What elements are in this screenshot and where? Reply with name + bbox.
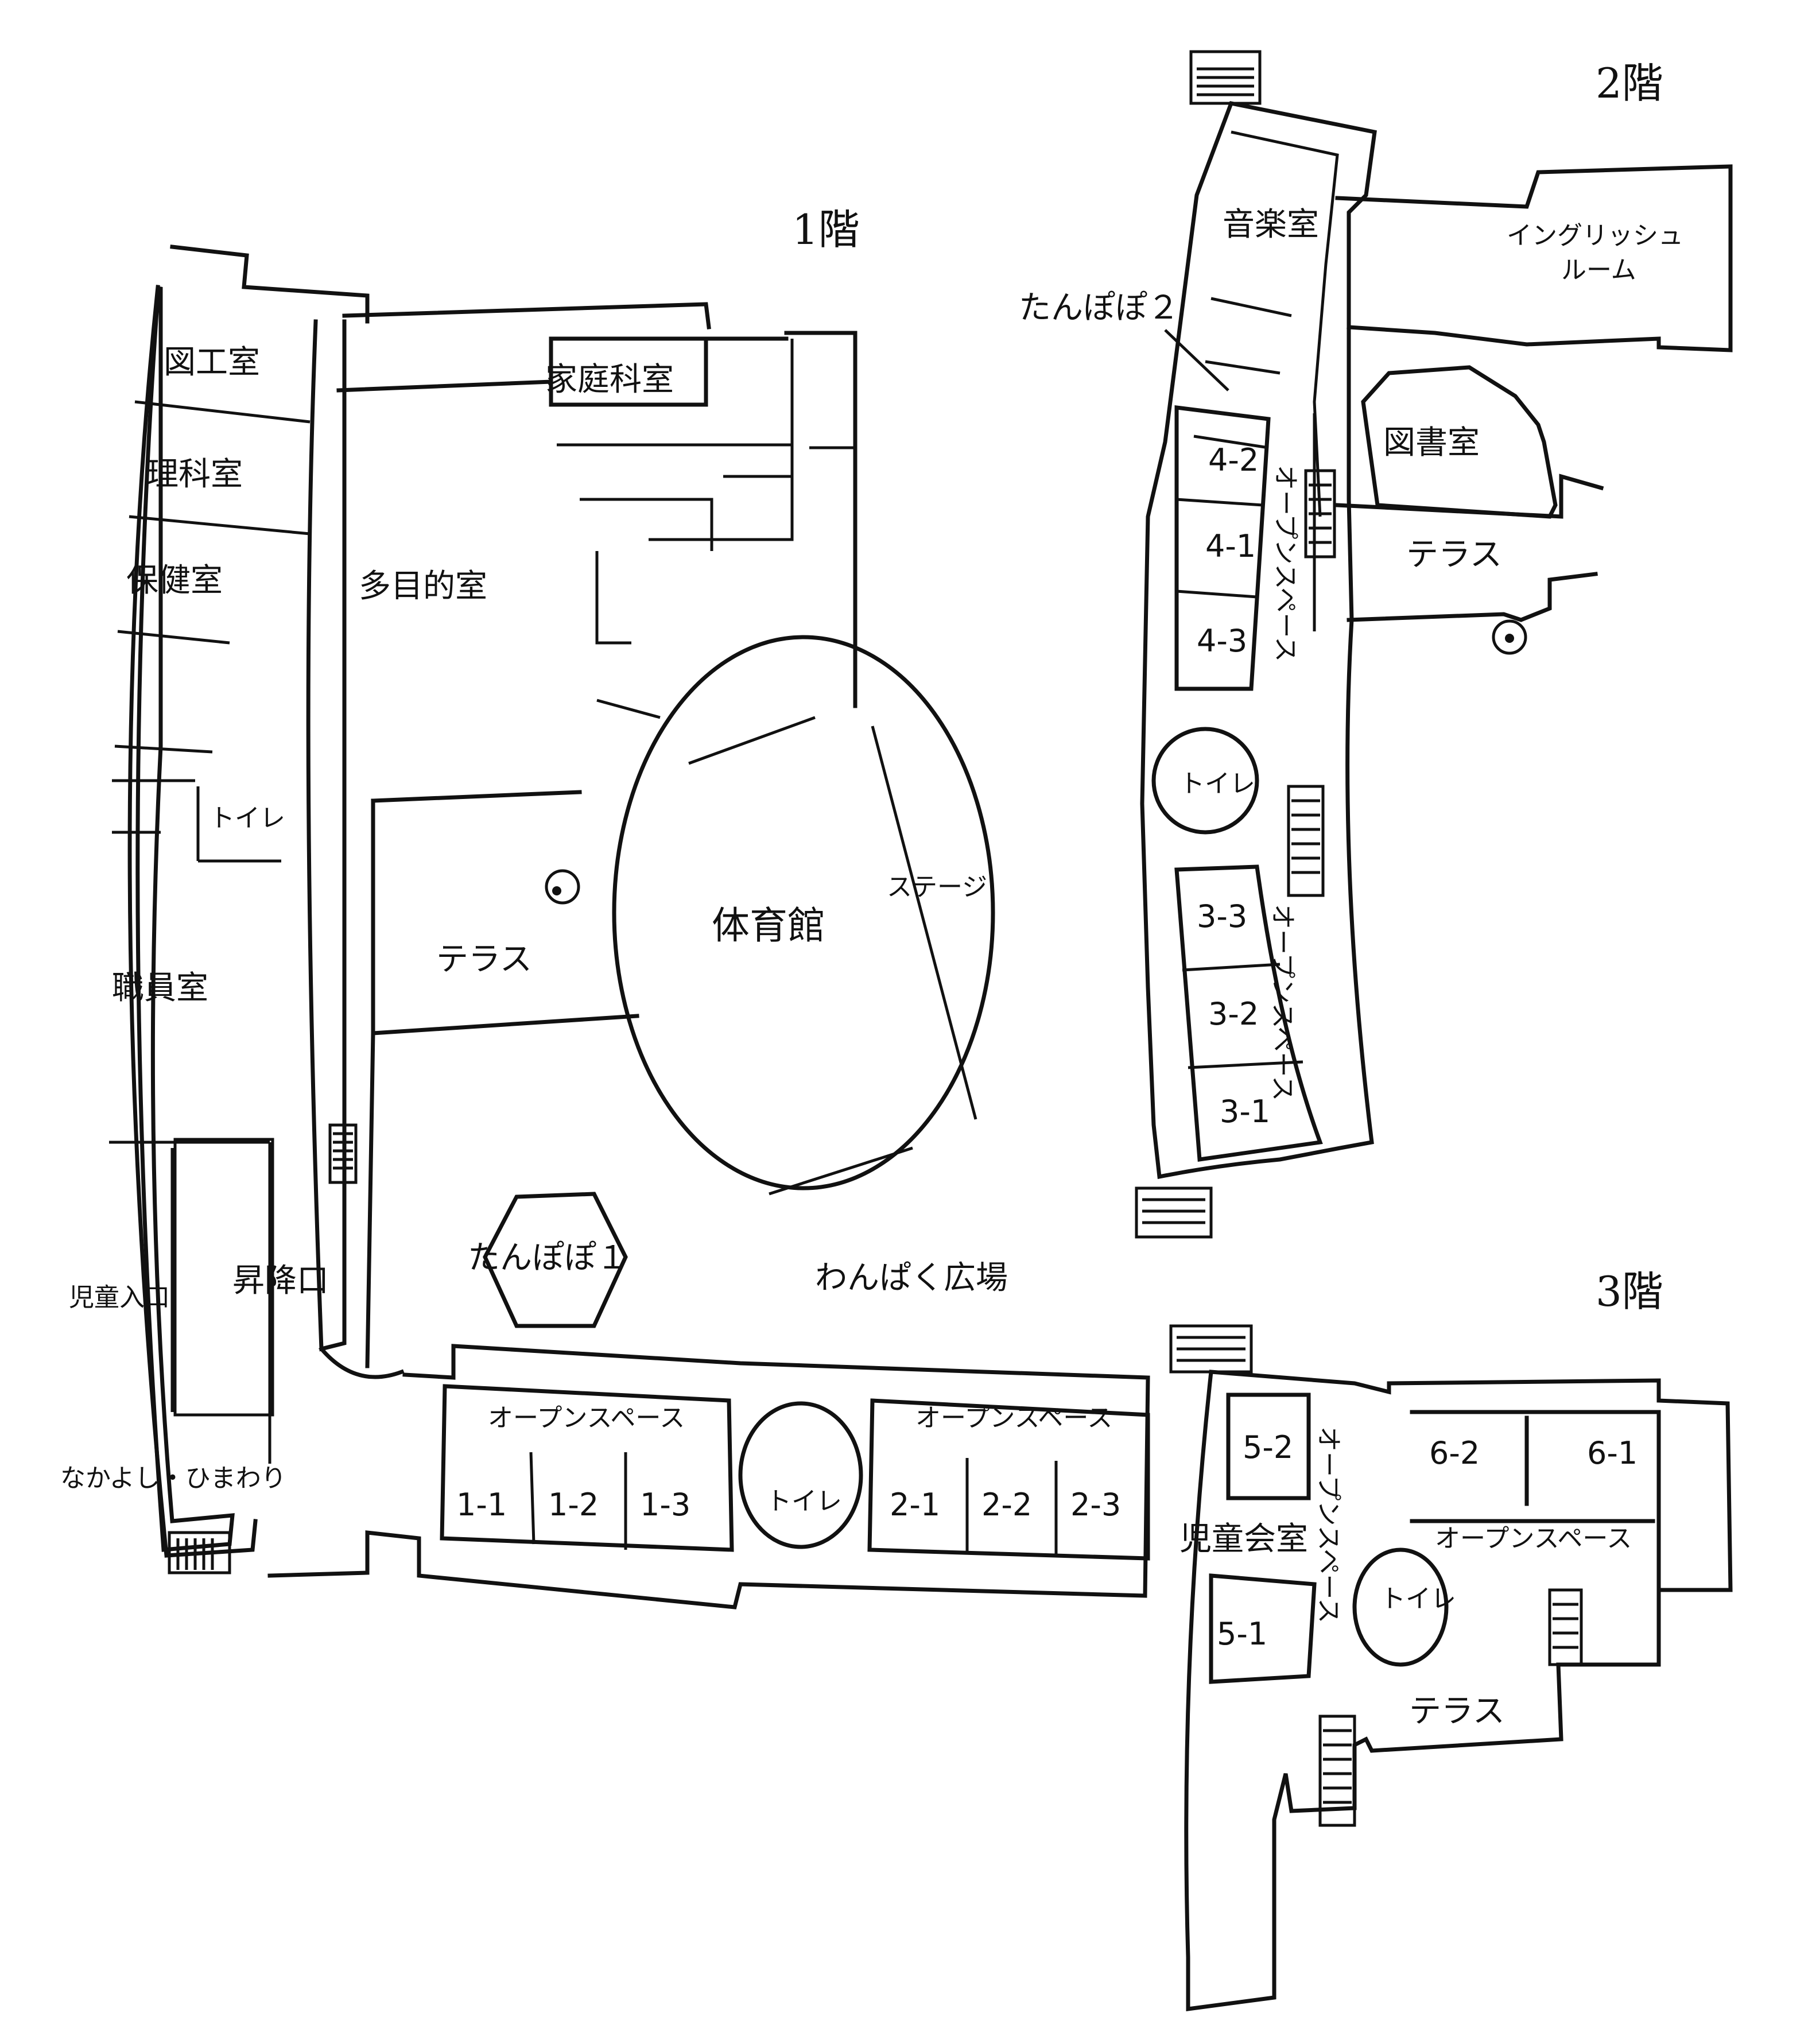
floor1-top-notch: [170, 245, 370, 324]
floor1-tanpopo1-outline: [483, 1192, 628, 1328]
floor1-room-tamokuteki: 多目的室: [359, 568, 487, 605]
floor1-room-shokuinshitsu: 職員室: [112, 969, 208, 1007]
floor2-room-tanpopo2: たんぽぽ２: [1019, 289, 1179, 327]
floor2-open-space-a: オープンスペース: [1271, 465, 1300, 662]
floor1-room-rikashitsu: 理科室: [146, 456, 243, 493]
floor1-room-zukoshitsu: 図工室: [164, 344, 260, 381]
floor3-classroom-5-2-box: [1226, 1393, 1311, 1500]
floor3-classrooms-6-block: [1410, 1410, 1661, 1592]
floor1-left-wing-inner-wall: [306, 319, 405, 1379]
floor3-room-terrace: テラス: [1409, 1693, 1505, 1730]
floor2-inner-wall: [1193, 130, 1339, 631]
floor1-classroom-2-3: 2-3: [1070, 1487, 1121, 1523]
floor1-room-terrace: テラス: [436, 941, 532, 978]
floor3-stair-right: [1548, 1588, 1583, 1666]
floor2-title: 2階: [1596, 59, 1663, 107]
floor2-classrooms-lower: [1174, 864, 1323, 1162]
floor1-classroom-1-3: 1-3: [640, 1487, 690, 1523]
floor1-room-stage: ステージ: [887, 872, 987, 902]
floor3-main-outline: [1184, 1370, 1733, 2011]
floor1-classroom-1-2: 1-2: [548, 1487, 599, 1523]
floor2-tanpopo2-pointer: [1164, 329, 1229, 391]
floor3-room-jidokaishitsu: 児童会室: [1179, 1521, 1308, 1558]
floor1-terrace-outline: [365, 790, 639, 1368]
floor2-classroom-dividers-upper: [1176, 498, 1263, 599]
floor2-spiral-stair-icon: [1492, 619, 1527, 655]
floor2-terrace-outline: [1335, 474, 1604, 622]
floor2-classroom-3-3: 3-3: [1197, 898, 1247, 934]
floor1-classroom-2-1: 2-1: [890, 1487, 940, 1523]
floor2-stair-top: [1189, 50, 1262, 105]
floor1-room-wanpaku: わんぱく広場: [815, 1259, 1008, 1297]
floor2-toilet-circle: [1151, 727, 1259, 835]
floor1-bottom-corridor: [267, 1344, 1150, 1609]
floor3-classroom-6-1: 6-1: [1587, 1435, 1638, 1471]
floor1-gym-outline: [612, 635, 995, 1190]
floor3-open-space-b: オープンスペース: [1435, 1524, 1632, 1553]
floor1-left-wing-outer-edge: [127, 285, 258, 1558]
floor-2-plan: [1135, 50, 1733, 1239]
floor3-classroom-5-2: 5-2: [1243, 1429, 1293, 1465]
floor1-room-taiikukan: 体育館: [712, 903, 825, 948]
floor3-room-toilet: トイレ: [1380, 1584, 1456, 1614]
floor2-english-room-outline: [1335, 164, 1733, 352]
floor1-open-space-b: オープンスペース: [915, 1403, 1112, 1433]
floor2-stair-bottom: [1135, 1186, 1213, 1239]
floor2-room-ongakushitsu: 音楽室: [1223, 206, 1319, 243]
floor2-stair-upper: [1304, 469, 1336, 558]
floor2-room-terrace: テラス: [1406, 536, 1502, 573]
floor3-title: 3階: [1596, 1267, 1663, 1316]
floor1-open-space-a: オープンスペース: [488, 1403, 685, 1433]
floor2-open-space-b: オープンスペース: [1268, 904, 1297, 1101]
floor1-kateika-block: [549, 331, 858, 708]
floor3-classroom-5-1-box: [1209, 1573, 1317, 1684]
floor1-top-corridor: [336, 302, 711, 393]
floor1-stage-line: [688, 716, 977, 1196]
floor1-classrooms-block-b: [867, 1398, 1150, 1561]
floor1-title: 1階: [792, 205, 860, 254]
floor1-kateika-subrooms: [557, 339, 855, 719]
floor1-room-shokoguchi: 昇降口: [232, 1262, 329, 1300]
floor2-stair-middle: [1287, 785, 1325, 897]
floor2-classroom-4-3: 4-3: [1197, 623, 1247, 659]
floor1-left-room-dividers: [109, 400, 311, 1464]
floor3-open-space-a: オープンスペース: [1314, 1426, 1343, 1623]
floor1-shokoguchi-area: [173, 1138, 274, 1417]
floor2-classroom-4-1: 4-1: [1205, 528, 1256, 564]
floor1-classroom-1-1: 1-1: [456, 1487, 507, 1523]
floor3-stair-bottom: [1318, 1715, 1356, 1827]
floor3-classroom-6-2: 6-2: [1429, 1435, 1480, 1471]
floor1-spiral-stair-icon: [545, 869, 580, 905]
floor2-room-toshoshitsu: 図書室: [1383, 424, 1480, 461]
floor2-classroom-3-2: 3-2: [1208, 996, 1259, 1032]
floor-3-plan: [1169, 1324, 1733, 2011]
floor1-toilet-2: トイレ: [766, 1487, 842, 1516]
floor-1-plan: [109, 245, 1150, 1609]
floor2-room-toilet: トイレ: [1179, 769, 1255, 798]
floor1-classroom-2-2: 2-2: [981, 1487, 1032, 1523]
floor1-room-toilet: トイレ: [209, 804, 285, 833]
floor2-english-line2: ルーム: [1561, 255, 1636, 285]
floor3-toilet-circle: [1352, 1547, 1449, 1667]
floor2-classroom-4-2: 4-2: [1208, 442, 1259, 478]
floor3-classroom-5-1: 5-1: [1217, 1616, 1267, 1652]
floor2-english-line1: イングリッシュ: [1507, 221, 1683, 250]
floor2-classroom-3-1: 3-1: [1220, 1093, 1270, 1130]
floor1-room-hokenshitsu: 保健室: [126, 562, 223, 599]
floor1-stair-left-corridor: [328, 1123, 358, 1184]
floor1-stair-bottom-left: [168, 1531, 231, 1574]
floor1-room-jido-iriguchi: 児童入口: [69, 1283, 170, 1312]
floor1-room-nakayoshi: なかよし・ひまわり: [60, 1464, 286, 1493]
floor1-room-tanpopo1: たんぽぽ１: [468, 1239, 628, 1277]
floor1-classroom-dividers-a: [529, 1452, 627, 1550]
floor1-classrooms-block-a: [440, 1384, 734, 1552]
floor1-toilet-circle: [738, 1401, 863, 1549]
floor1-room-kateikashitsu: 家庭科室: [545, 361, 674, 398]
floor1-classroom-dividers-b: [965, 1458, 1058, 1556]
floor2-classrooms-upper: [1174, 405, 1271, 691]
floor2-main-wing-outline: [1140, 100, 1377, 1180]
floor2-classroom-dividers-lower: [1182, 963, 1303, 1069]
